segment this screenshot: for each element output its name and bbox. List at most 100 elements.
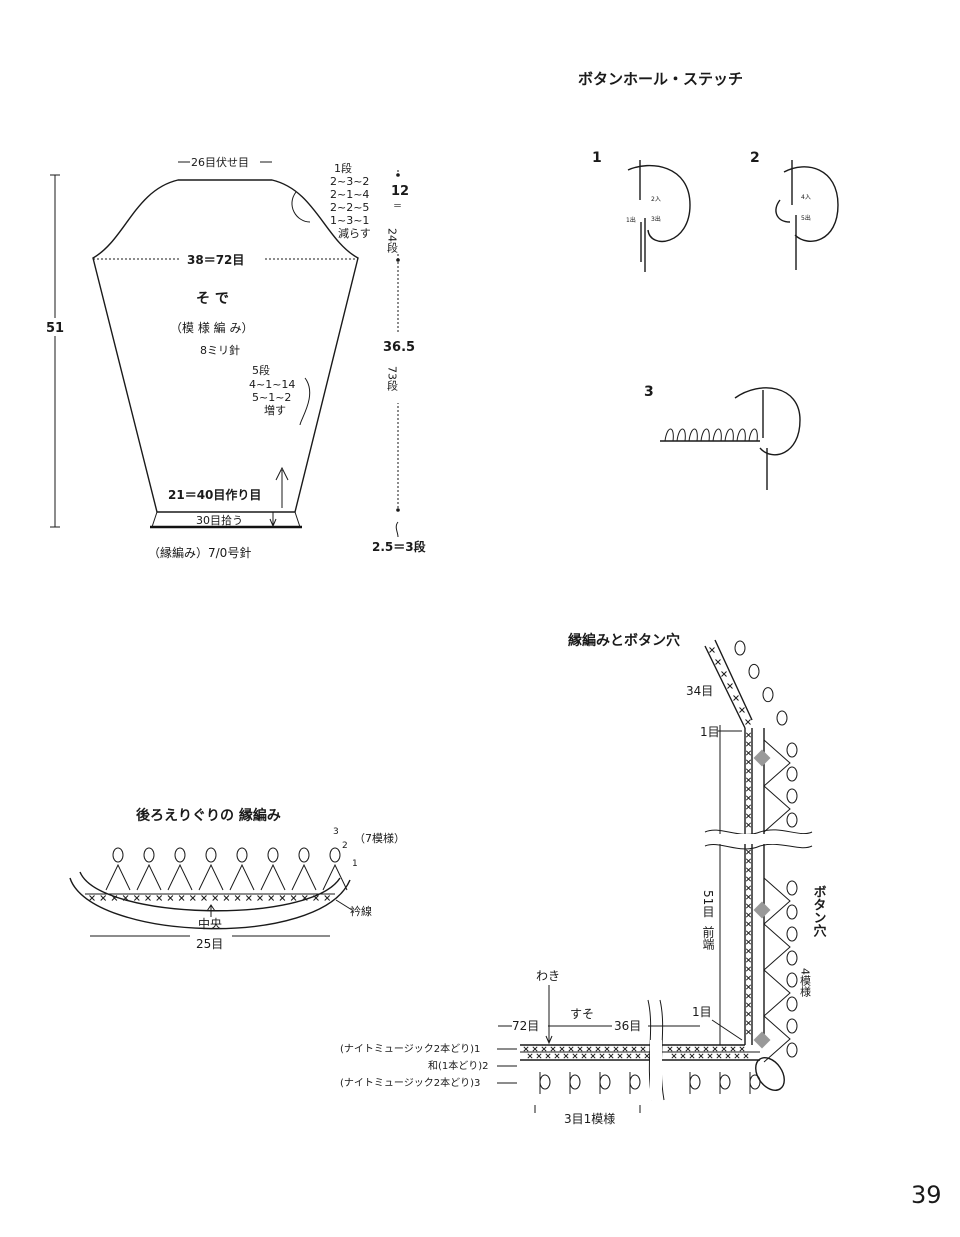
picot-loop <box>734 640 746 656</box>
chain-arc <box>198 863 224 891</box>
single-crochet-mark <box>745 957 752 963</box>
sleeve-pattern: （模 様 編 み） <box>170 320 253 335</box>
single-crochet-mark <box>716 1053 722 1059</box>
sleeve-pick-up: 30目拾う <box>196 513 243 527</box>
back-collar-section: 後ろえりぐりの 縁編み 3 2 1 （7模様） 中央 25目 衿線 <box>69 807 405 951</box>
single-crochet-mark <box>536 1053 542 1059</box>
single-crochet-mark <box>279 895 286 901</box>
picot-loop <box>762 687 774 703</box>
chain-arc <box>105 863 131 891</box>
single-crochet-mark <box>532 1046 538 1052</box>
buttonhole-loop <box>664 428 674 442</box>
s1-out3-label: 3出 <box>651 215 661 223</box>
single-crochet-mark <box>100 895 107 901</box>
picot-loop <box>786 972 798 988</box>
single-crochet-mark <box>189 895 196 901</box>
increase-row-1: 4~1~14 <box>249 378 295 391</box>
step-3-label: 3 <box>644 384 654 400</box>
single-crochet-mark <box>590 1053 596 1059</box>
single-crochet-mark <box>745 813 752 819</box>
sleeve-name: そ で <box>196 291 229 307</box>
single-crochet-mark <box>581 1053 587 1059</box>
single-crochet-mark <box>617 1053 623 1059</box>
single-crochet-mark <box>745 750 752 756</box>
chain-lattice <box>763 877 791 925</box>
picot-loop <box>786 926 798 942</box>
edge-button-title: 縁編みとボタン穴 <box>568 632 680 649</box>
picot-loop <box>539 1074 551 1090</box>
picot-loop <box>786 996 798 1012</box>
picot-loop <box>112 847 124 863</box>
single-crochet-mark <box>745 939 752 945</box>
collar-row-2: 2 <box>342 841 348 851</box>
single-crochet-mark <box>745 768 752 774</box>
buttonhole-loop <box>748 428 758 442</box>
chain-lattice <box>763 785 791 833</box>
single-crochet-mark <box>145 895 151 901</box>
single-crochet-mark <box>725 1053 731 1059</box>
picot-loop <box>748 663 760 679</box>
single-crochet-mark <box>715 659 721 665</box>
buttonhole-loop <box>724 428 734 442</box>
single-crochet-mark <box>586 1046 592 1052</box>
chain-arc <box>260 863 286 891</box>
picot-loop <box>329 847 341 863</box>
edge-count51: 51目 <box>701 890 715 917</box>
picot-loop <box>749 1074 761 1090</box>
single-crochet-mark <box>604 1046 610 1052</box>
single-crochet-mark <box>640 1046 646 1052</box>
buttonhole-marker <box>753 901 771 919</box>
single-crochet-mark <box>745 795 752 801</box>
single-crochet-mark <box>745 984 752 990</box>
single-crochet-mark <box>223 895 230 901</box>
single-crochet-mark <box>698 1053 704 1059</box>
collar-curve <box>69 877 351 930</box>
increase-note: 増す <box>264 404 286 417</box>
single-crochet-mark <box>745 948 752 954</box>
single-crochet-mark <box>745 858 752 864</box>
single-crochet-mark <box>313 895 319 901</box>
single-crochet-mark <box>712 1046 718 1052</box>
sleeve-cap-cm: 12 <box>391 184 409 199</box>
edge-buttonhole-section: 縁編みとボタン穴 34目 1目 51目 前端 ボタン穴 4模様 わき <box>340 632 826 1126</box>
single-crochet-mark <box>301 895 308 901</box>
edge-front: 前端 <box>701 925 715 951</box>
sleeve-edging: （縁編み）7/0号針 <box>148 545 251 560</box>
decrease-row-2: 2~1~4 <box>330 188 369 201</box>
single-crochet-mark <box>745 822 752 828</box>
single-crochet-mark <box>234 895 241 901</box>
single-crochet-mark <box>745 966 752 972</box>
step-2-label: 2 <box>750 150 760 166</box>
buttonhole-loop <box>688 428 698 442</box>
single-crochet-mark <box>689 1053 695 1059</box>
corner-loop <box>755 1057 785 1091</box>
picot-loop <box>786 904 798 920</box>
edge-side: わき <box>536 969 560 983</box>
single-crochet-mark <box>644 1053 650 1059</box>
single-crochet-mark <box>245 895 252 901</box>
s1-in-label: 2入 <box>651 196 661 203</box>
picot-loop <box>786 788 798 804</box>
sleeve-cast-on: 21＝40目作り目 <box>168 487 261 502</box>
single-crochet-mark <box>745 930 752 936</box>
collar-title: 後ろえりぐりの 縁編み <box>136 807 281 824</box>
step-1-label: 1 <box>592 150 602 166</box>
single-crochet-mark <box>733 695 739 701</box>
single-crochet-mark <box>745 885 752 891</box>
chain-lattice <box>763 923 791 971</box>
sleeve-edge-label: 2.5＝3段 <box>372 539 427 554</box>
chain-arc <box>322 863 348 891</box>
buttonhole-loop <box>712 428 722 442</box>
decrease-row-3: 2~2~5 <box>330 201 369 214</box>
picot-loop <box>786 812 798 828</box>
picot-loop <box>786 950 798 966</box>
picot-loop <box>174 847 186 863</box>
chain-arc <box>136 863 162 891</box>
single-crochet-mark <box>727 683 733 689</box>
single-crochet-mark <box>178 895 185 901</box>
single-crochet-mark <box>563 1053 569 1059</box>
collar-repeat: （7模様） <box>354 831 405 845</box>
single-crochet-mark <box>111 895 118 901</box>
buttonhole-stitch-section: ボタンホール・ステッチ 1 2入 1出 3出 2 4入 5出 3 <box>578 70 839 490</box>
